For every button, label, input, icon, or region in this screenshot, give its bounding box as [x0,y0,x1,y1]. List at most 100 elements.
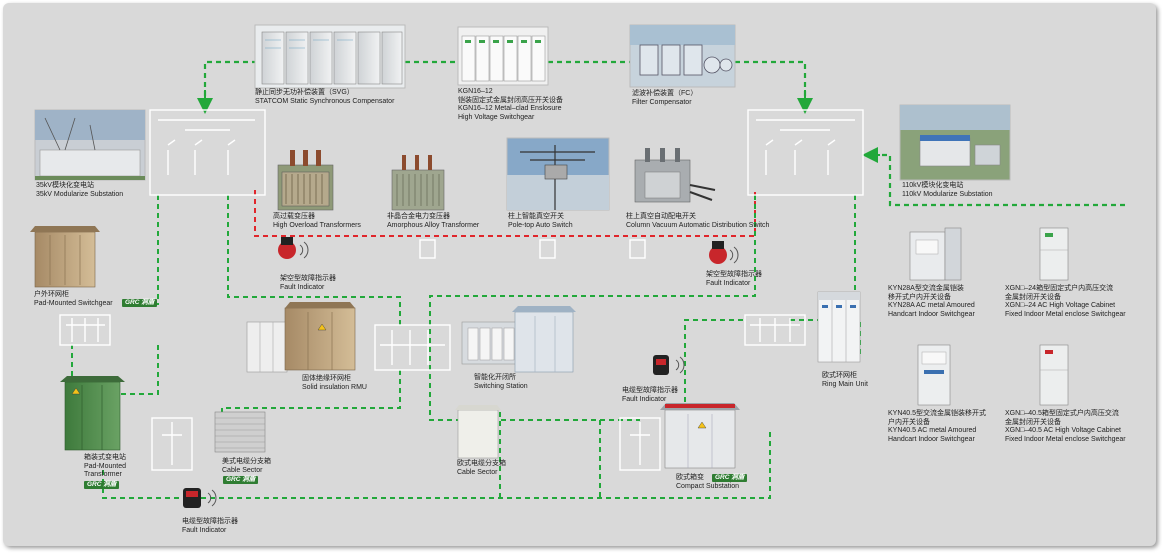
label-solid-rmu-en: Solid insulation RMU [302,383,367,391]
grc-badge-pad-switchgear: GRC 洞盾 [122,299,158,307]
label-column-vacuum-cn: 柱上真空自动配电开关 [626,213,696,220]
label-fault-cable-bottom: 电缆型故障指示器 Fault Indicator [182,518,238,535]
pad-transformer-image [60,376,125,451]
label-xgn40-en2: Fixed Indoor Metal enclose Switchgear [1005,435,1126,443]
label-cable-sector-us: 美式电缆分支箱 Cable Sector [222,458,271,475]
kgn-switchgear-image [457,26,549,86]
cable-sector-eu-image [455,405,501,459]
label-kyn40-cn2: 户内开关设备 [888,418,930,426]
label-fc: 滤波补偿装置（FC） Filter Compensator [632,90,697,107]
label-cable-sector-us-cn: 美式电缆分支箱 [222,458,271,465]
label-switching-station-en: Switching Station [474,382,528,390]
label-kgn-en2: High Voltage Switchgear [458,113,535,121]
label-fault-overhead-right-en: Fault Indicator [706,279,751,287]
pad-switchgear-image [30,226,100,288]
label-switching-station-cn: 智能化开闭所 [474,374,516,381]
label-pad-switchgear-en: Pad-Mounted Switchgear [34,299,113,307]
amorphous-transformer-image [391,155,445,211]
pole-top-switch-image [506,137,610,211]
fault-indicator-overhead-right-image [709,241,739,264]
label-fault-overhead-left-en: Fault Indicator [280,283,325,291]
label-sub110-cn: 110kV模块化变电站 [902,182,964,189]
label-fault-overhead-left: 架空型故障指示器 Fault Indicator [280,275,336,292]
label-svg-cn: 静止同步无功补偿装置（SVG） [255,89,354,96]
label-pad-switchgear-cn: 户外环网柜 [34,291,69,298]
label-switching-station: 智能化开闭所 Switching Station [474,374,528,391]
label-solid-rmu-cn: 固体绝缘环网柜 [302,375,351,382]
xgn40-cabinet-image [1039,344,1069,406]
label-high-overload-en: High Overload Transformers [273,221,361,229]
label-kyn28-cn1: KYN28A型交流金属铠装 [888,285,964,292]
kyn40-cabinet-image [917,344,951,406]
label-pad-switchgear: 户外环网柜 Pad-Mounted Switchgear [34,291,113,308]
label-xgn40-en1: XGN□–40.5 AC High Voltage Cabinet [1005,427,1121,434]
label-compact-sub: 欧式箱变 Compact Substation [676,474,739,491]
label-fault-cable-mid: 电缆型故障指示器 Fault Indicator [622,387,678,404]
fault-indicator-cable-mid-image [653,355,685,375]
label-xgn24-cn2: 金属封闭开关设备 [1005,293,1061,301]
switch-boxes [59,109,864,471]
label-svg-en: STATCOM Static Synchronous Compensator [255,97,395,105]
label-cable-sector-eu-cn: 欧式电缆分支箱 [457,460,506,467]
label-kyn28-en1: KYN28A AC metal Amoured [888,302,975,309]
label-xgn24: XGN□–24箱型固定式户内高压交流 金属封闭开关设备 XGN□–24 AC H… [1005,285,1126,319]
label-ring-main-en: Ring Main Unit [822,380,868,388]
label-column-vacuum: 柱上真空自动配电开关 Column Vacuum Automatic Distr… [626,213,769,230]
fc-compensator-image [629,24,736,88]
label-sub35-cn: 35kV模块化变电站 [36,182,94,189]
label-compact-sub-cn: 欧式箱变 [676,474,704,481]
cable-sector-us-image [214,411,266,453]
label-sub35-en: 35kV Modularize Substation [36,190,124,198]
label-xgn40-cn2: 金属封闭开关设备 [1005,418,1061,426]
label-xgn24-en2: Fixed Indoor Metal enclose Switchgear [1005,310,1126,318]
label-solid-rmu: 固体绝缘环网柜 Solid insulation RMU [302,375,367,392]
label-kyn40-en1: KYN40.5 AC metal Amoured [888,427,977,434]
label-kyn40: KYN40.5型交流金属铠装移开式 户内开关设备 KYN40.5 AC meta… [888,410,986,444]
label-kgn-cn: 铠装固定式金属封闭高压开关设备 [458,96,563,104]
label-kyn28-en2: Handcart Indoor Switchgear [888,310,975,318]
label-amorphous-en: Amorphous Alloy Transformer [387,221,480,229]
label-kyn40-cn1: KYN40.5型交流金属铠装移开式 [888,410,987,417]
label-kyn40-en2: Handcart Indoor Switchgear [888,435,975,443]
label-cable-sector-eu: 欧式电缆分支箱 Cable Sector [457,460,506,477]
top-green-loop [203,60,1125,207]
label-fault-cable-mid-cn: 电缆型故障指示器 [622,387,678,394]
label-xgn24-en1: XGN□–24 AC High Voltage Cabinet [1005,302,1116,309]
label-fault-cable-mid-en: Fault Indicator [622,395,667,403]
label-fault-cable-bottom-en: Fault Indicator [182,526,227,534]
label-sub110-en: 110kV Modularize Substation [902,190,993,198]
kyn28-cabinet-image [909,227,962,281]
label-high-overload-cn: 高过载变压器 [273,213,315,220]
label-xgn40: XGN□–40.5箱型固定式户内高压交流 金属封闭开关设备 XGN□–40.5 … [1005,410,1126,444]
diagram-background [3,3,1156,546]
grc-badge-compact-sub: GRC 洞盾 [712,474,748,482]
fault-indicator-overhead-left-image [278,237,309,259]
label-amorphous-cn: 非晶合金电力变压器 [387,213,450,220]
label-ring-main: 欧式环网柜 Ring Main Unit [822,372,868,389]
label-cable-sector-us-en: Cable Sector [222,466,263,474]
label-pole-top-en: Pole-top Auto Switch [508,221,573,229]
ring-main-unit-image [817,291,861,363]
label-pole-top-cn: 柱上智能真空开关 [508,213,564,220]
label-pole-top: 柱上智能真空开关 Pole-top Auto Switch [508,213,573,230]
label-kgn-model: KGN16–12 [458,88,493,95]
label-compact-sub-en: Compact Substation [676,482,740,490]
label-pad-transformer-en2: Transformer [84,471,122,478]
switching-station-image [461,306,576,373]
xgn24-cabinet-image [1039,227,1069,281]
column-vacuum-switch-image [634,148,716,203]
label-svg: 静止同步无功补偿装置（SVG） STATCOM Static Synchrono… [255,89,394,106]
label-pad-transformer: 箱装式变电站 Pad-Mounted Transformer [84,454,126,480]
solid-rmu-image [246,302,356,373]
svg-compensator-image [254,24,406,89]
label-fc-en: Filter Compensator [632,98,692,106]
grc-badge-cable-sector: GRC 洞盾 [223,476,259,484]
label-sub35: 35kV模块化变电站 35kV Modularize Substation [36,182,123,199]
label-xgn24-cn1: XGN□–24箱型固定式户内高压交流 [1005,285,1114,292]
label-kgn: KGN16–12 铠装固定式金属封闭高压开关设备 KGN16–12 Metal–… [458,88,563,122]
compact-substation-image [660,403,740,469]
label-ring-main-cn: 欧式环网柜 [822,372,857,379]
label-pad-transformer-en1: Pad-Mounted [84,462,127,470]
